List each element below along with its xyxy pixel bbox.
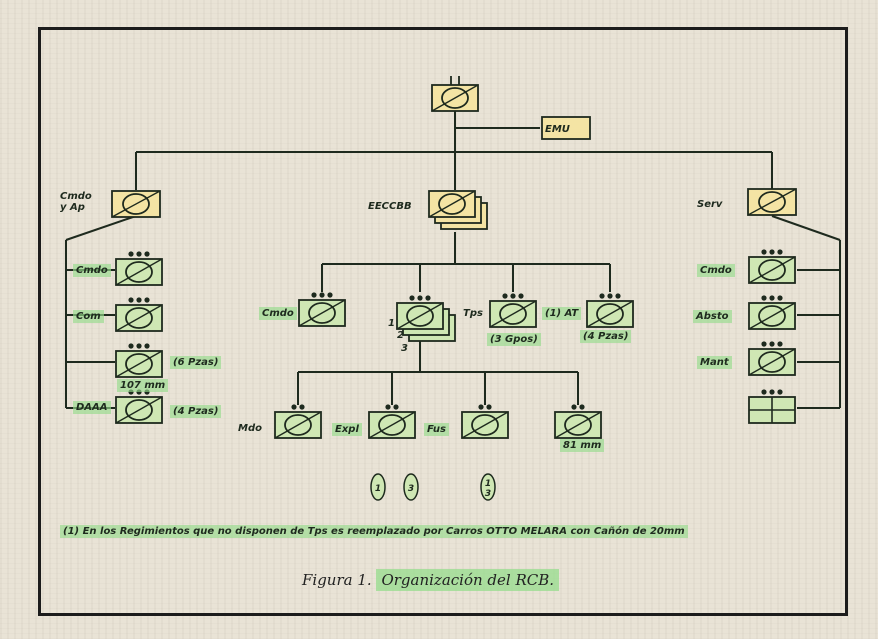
oval-marker-text: 1 [375,484,381,494]
label-mid-at: (1) AT [542,307,582,320]
label-cmdo-apoyo: Cmdo y Ap [60,191,92,213]
box-right-grid [748,389,796,424]
box-bot-mortar [554,404,602,439]
figure-caption: Figura 1. Organización del RCB. [302,569,560,591]
label-stack-1: 1 [388,318,395,329]
label-emu: EMU [545,124,570,135]
box-serv [747,188,797,216]
box-right-cmdo [748,249,796,284]
box-cmdo-apoyo [111,190,161,218]
label-left-cmdo: Cmdo [73,264,111,277]
box-mid-mortar [586,293,634,328]
box-right-mant [748,341,796,376]
label-left-mortar-cal: 107 mm [117,379,169,392]
box-bot-mdo [274,404,322,439]
box-bot-expl [368,404,416,439]
label-emu-text: EMU [545,124,570,135]
box-left-daaa [115,389,163,424]
unit-boxes [111,76,797,439]
label-mid-mortar-pzas: (4 Pzas) [580,330,632,343]
label-mid-cmdo: Cmdo [259,307,297,320]
box-left-mortar [115,343,163,378]
label-bot-expl: Expl [332,423,362,436]
oval-marker-text: 3 [408,484,414,494]
label-serv: Serv [697,199,723,210]
box-mid-cmdo [298,292,346,327]
label-eeccbb: EECCBB [368,201,412,212]
label-bot-fus: Fus [424,423,449,436]
oval-marker-text: 3 [485,489,491,499]
label-mid-tps: Tps [463,308,483,319]
diagram-frame [38,27,848,616]
label-left-com: Com [73,310,104,323]
label-bot-mortar-cal: 81 mm [560,439,605,452]
label-left-daaa: DAAA [73,401,111,414]
box-left-com [115,297,163,332]
box-mid-tps [396,295,456,342]
oval-marker-text: 1 [485,479,491,489]
box-rcb-command [431,76,479,112]
label-left-mortar-pzas: (6 Pzas) [170,356,222,369]
label-right-mant: Mant [697,356,732,369]
box-bot-fus [461,404,509,439]
label-right-cmdo: Cmdo [697,264,735,277]
label-bot-mdo: Mdo [238,423,262,434]
box-mid-at [489,293,537,328]
oval-marker-2: 3 [403,473,419,501]
label-stack-2: 2 [397,330,404,341]
label-stack-3: 3 [401,343,408,354]
label-left-daaa-pzas: (4 Pzas) [170,405,222,418]
caption-title: Organización del RCB. [376,569,560,591]
caption-prefix: Figura 1. [302,571,372,589]
box-emu [541,116,591,140]
box-left-cmdo [115,251,163,286]
label-mid-at-gpos: (3 Gpos) [487,333,541,346]
box-eeccbb [428,190,488,230]
box-right-absto [748,295,796,330]
label-right-absto: Absto [693,310,732,323]
oval-marker-1: 1 [370,473,386,501]
footnote-text: (1) En los Regimientos que no disponen d… [60,525,688,538]
oval-marker-3: 13 [480,473,496,501]
footnote: (1) En los Regimientos que no disponen d… [60,525,840,538]
